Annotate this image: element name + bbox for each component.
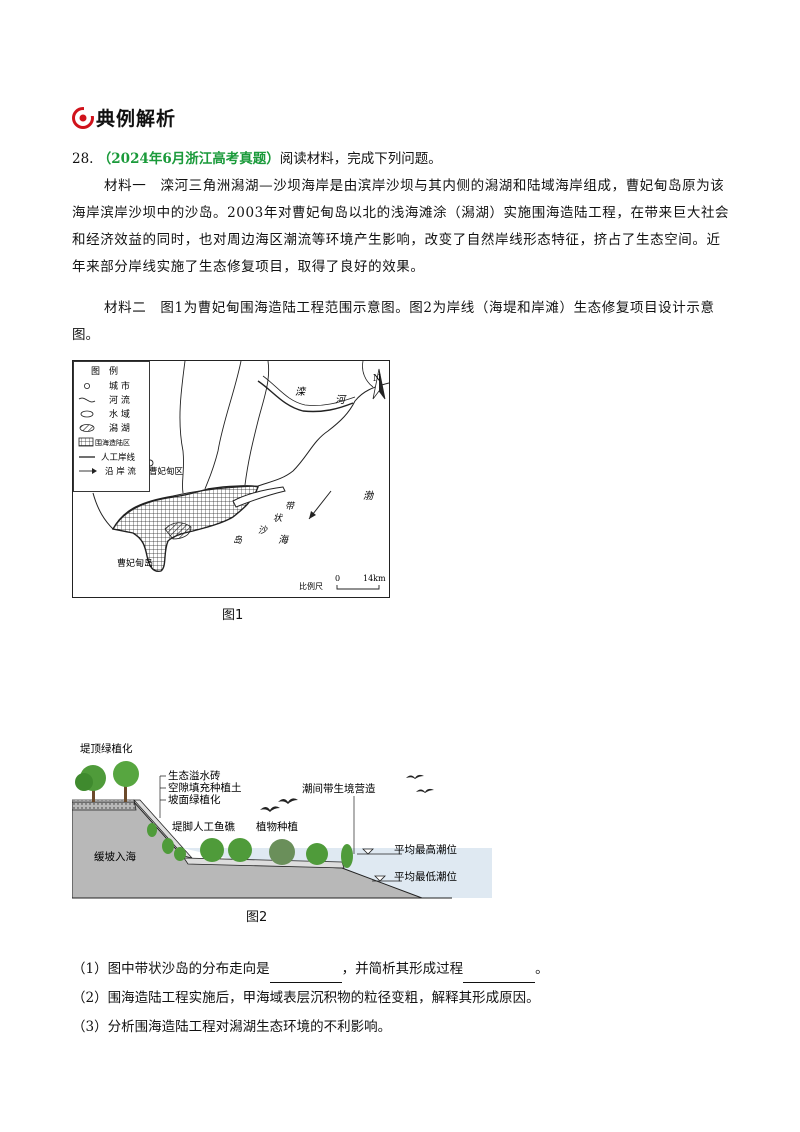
subquestion-2: （2）围海造陆工程实施后，甲海域表层沉积物的粒径变粗，解释其形成原因。 [72, 990, 540, 1006]
label-slope-green: 坡面绿植化 [168, 793, 221, 806]
lagoon [164, 522, 192, 540]
crest-layer [71, 799, 137, 811]
band-label-1: 带 [285, 501, 296, 512]
figure-1-caption: 图1 [222, 608, 244, 623]
island-label: 曹妃甸岛 [117, 557, 153, 569]
material-1-line-3: 和经济效益的同时，也对周边海区潮流等环境产生影响，改变了自然岸线形态特征，挤占了… [72, 232, 721, 248]
north-arrow-icon [372, 368, 386, 400]
legend-reclamation: 围海造陆区 [95, 438, 130, 447]
figure-1-map: N 曹妃甸区 滦 河 渤 海 带 状 沙 岛 曹妃甸岛 比例尺 0 14km 图… [72, 360, 390, 598]
question-prompt: 阅读材料，完成下列问题。 [279, 151, 442, 167]
section-logo-icon [72, 106, 94, 129]
q1-answer-blank-2[interactable] [463, 968, 536, 983]
district-label: 曹妃甸区 [149, 466, 184, 477]
q1-answer-blank-1[interactable] [269, 968, 342, 983]
material-1-line-1: 材料一 滦河三角洲潟湖—沙坝海岸是由滨岸沙坝与其内侧的潟湖和陆域海岸组成，曹妃甸… [104, 178, 725, 194]
sea-label-2: 海 [278, 534, 290, 546]
material-2-line-2: 图。 [72, 327, 99, 343]
label-crest-green: 堤顶绿植化 [80, 742, 133, 755]
river-3 [244, 360, 270, 486]
trees-on-crest [75, 761, 139, 802]
figure-2-svg: 堤顶绿植化 生态溢水砖 空隙填充种植土 坡面绿植化 堤脚人工鱼礁 潮间带生境营造… [71, 742, 492, 899]
q1-part-b: ，并简析其形成过程 [341, 961, 464, 977]
north-label: N [373, 374, 381, 384]
band-label-2: 状 [273, 513, 283, 524]
label-fish-reef: 堤脚人工鱼礁 [172, 820, 235, 833]
legend-river: 河 流 [109, 394, 130, 406]
legend-artificial-coast: 人工岸线 [101, 452, 136, 463]
river-2 [204, 360, 242, 490]
river-label: 河 [335, 394, 347, 406]
legend-coastal-current: 沿 岸 流 [105, 466, 136, 477]
luan-river [257, 380, 354, 413]
legend-title: 图 例 [91, 365, 118, 377]
subquestion-3: （3）分析围海造陆工程对潟湖生态环境的不利影响。 [72, 1019, 392, 1035]
plant-clusters [147, 823, 353, 868]
band-label-4: 岛 [233, 535, 243, 546]
scale-value: 14km [363, 574, 386, 583]
section-title: 典例解析 [96, 108, 177, 130]
river-1 [179, 360, 186, 494]
label-plants: 植物种植 [256, 820, 298, 833]
legend-city: 城 市 [109, 380, 130, 392]
legend-lagoon: 潟 湖 [109, 422, 130, 434]
label-gentle-slope: 缓坡入海 [94, 850, 136, 863]
luan-label: 滦 [295, 386, 307, 398]
scale-label: 比例尺 [299, 581, 323, 591]
sea-label-1: 渤 [363, 490, 374, 502]
figure-2-diagram: 堤顶绿植化 生态溢水砖 空隙填充种植土 坡面绿植化 堤脚人工鱼礁 潮间带生境营造… [71, 738, 492, 902]
sand-island [232, 486, 286, 508]
figure-1-svg: N 曹妃甸区 滦 河 渤 海 带 状 沙 岛 曹妃甸岛 比例尺 0 14km 图… [73, 360, 390, 591]
scale-zero: 0 [335, 574, 340, 583]
label-low-tide: 平均最低潮位 [394, 870, 457, 883]
subquestion-1: （1）图中带状沙岛的分布走向是 ，并简析其形成过程 。 [72, 956, 549, 983]
band-label-3: 沙 [258, 525, 268, 536]
figure-2-caption: 图2 [246, 910, 268, 925]
section-heading: 典例解析 [72, 104, 176, 131]
scale-bar [336, 585, 380, 590]
legend-water: 水 域 [109, 408, 130, 420]
material-1-line-2: 海岸滨岸沙坝中的沙岛。2003年对曹妃甸岛以北的浅海滩涂（潟湖）实施围海造陆工程… [72, 205, 730, 221]
label-soil-fill: 空隙填充种植土 [168, 781, 242, 794]
question-line: 28. （2024年6月浙江高考真题）阅读材料，完成下列问题。 [72, 146, 442, 173]
label-intertidal: 潮间带生境营造 [302, 782, 376, 795]
question-number: 28. [72, 151, 94, 167]
q1-part-c: 。 [535, 961, 549, 977]
birds-icon [260, 774, 434, 812]
label-high-tide: 平均最高潮位 [394, 843, 457, 856]
material-1-line-4: 年来部分岸线实施了生态修复项目，取得了良好的效果。 [72, 259, 425, 275]
label-eco-brick: 生态溢水砖 [168, 769, 221, 782]
material-2-line-1: 材料二 图1为曹妃甸围海造陆工程范围示意图。图2为岸线（海堤和岸滩）生态修复项目… [104, 300, 715, 316]
question-source: （2024年6月浙江高考真题） [97, 151, 280, 167]
q1-part-a: （1）图中带状沙岛的分布走向是 [72, 961, 270, 977]
